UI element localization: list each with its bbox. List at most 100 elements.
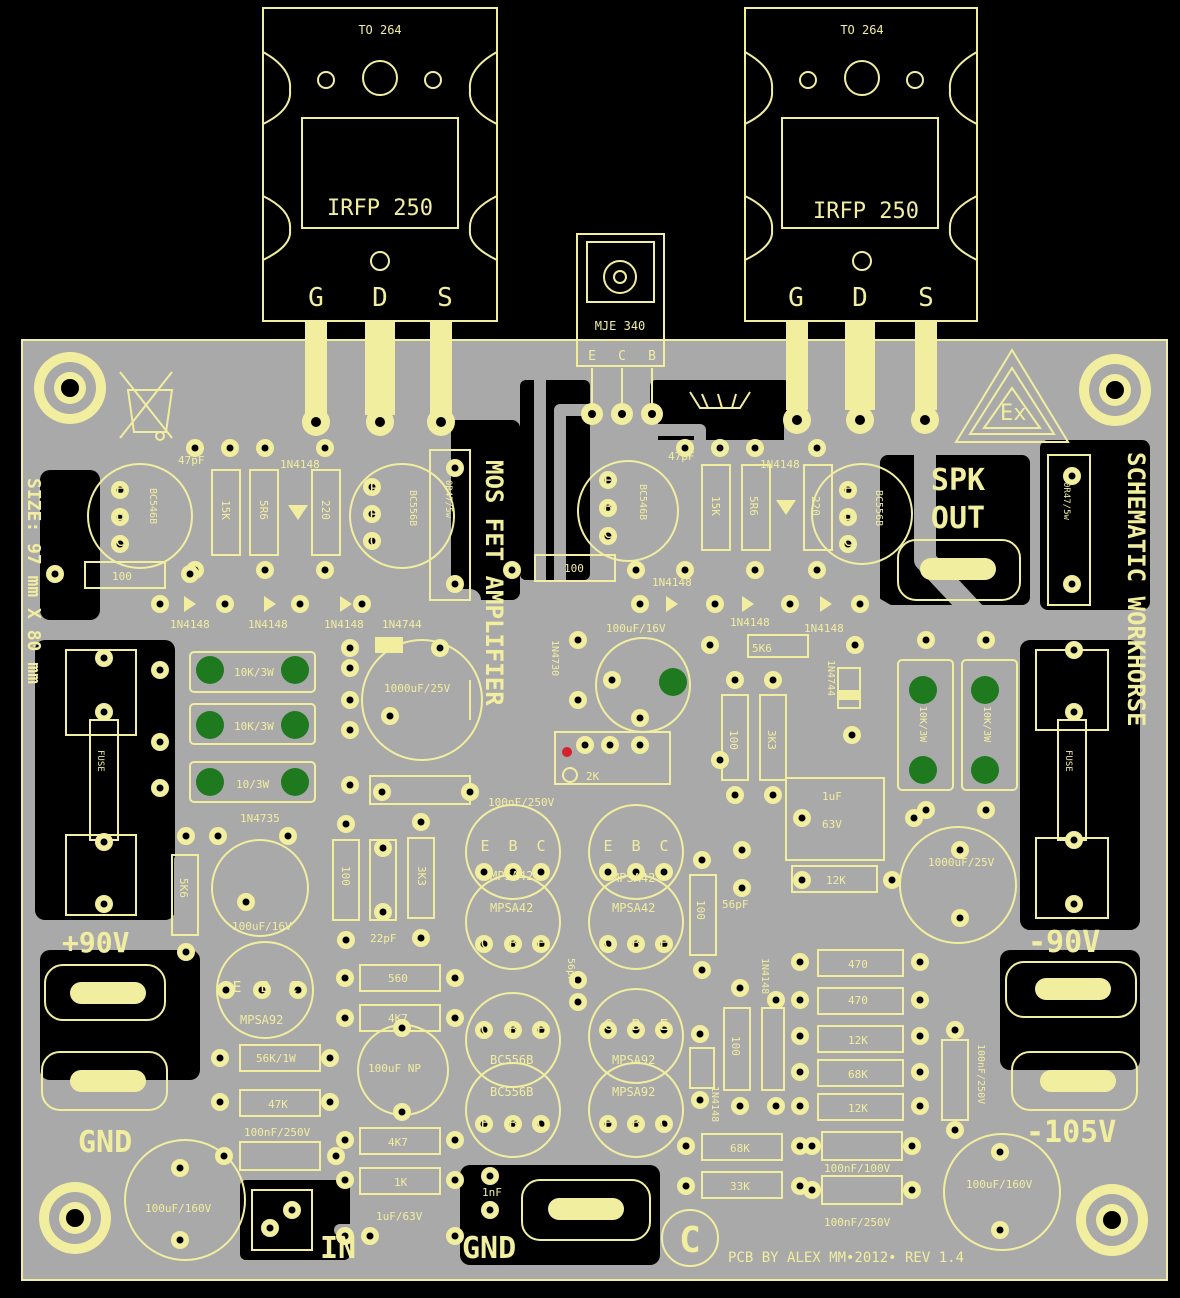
- svg-text:100: 100: [694, 900, 707, 920]
- board-size: SIZE: 97 mm X 80 mm: [23, 478, 44, 684]
- driver-part: MJE 340: [595, 319, 646, 333]
- svg-text:B: B: [508, 837, 517, 855]
- mosfet-right-pin-d: D: [852, 283, 868, 313]
- svg-text:100nF/250V: 100nF/250V: [975, 1044, 986, 1104]
- svg-text:E: E: [232, 978, 241, 996]
- svg-text:10K/3W: 10K/3W: [234, 666, 274, 679]
- svg-text:BC546B: BC546B: [637, 484, 648, 520]
- board-title: MOS FET AMPLIFIER: [480, 460, 508, 706]
- svg-text:1N4148: 1N4148: [170, 618, 210, 631]
- svg-text:220: 220: [319, 500, 332, 520]
- svg-text:68K: 68K: [730, 1142, 750, 1155]
- svg-text:C: C: [480, 1020, 489, 1038]
- svg-text:C: C: [369, 532, 378, 550]
- svg-text:56pF: 56pF: [565, 958, 576, 982]
- svg-text:MPSA42: MPSA42: [490, 869, 533, 883]
- small-pads: [46, 439, 1083, 1249]
- svg-text:100nF/100V: 100nF/100V: [824, 1162, 891, 1175]
- svg-text:1N4148: 1N4148: [730, 616, 770, 629]
- board-titles: MOS FET AMPLIFIER SCHEMATIC WORKHORSE SI…: [23, 452, 1150, 1266]
- mosfet-left-part: IRFP 250: [327, 196, 433, 221]
- svg-text:1N4148: 1N4148: [760, 458, 800, 471]
- svg-text:BC546B: BC546B: [147, 488, 158, 524]
- svg-text:10/3W: 10/3W: [236, 778, 269, 791]
- brand-title: SCHEMATIC WORKHORSE: [1122, 452, 1150, 727]
- svg-text:100nF/250V: 100nF/250V: [824, 1216, 891, 1229]
- rail-neg2: -105V: [1026, 1115, 1116, 1150]
- svg-text:B: B: [843, 506, 852, 524]
- svg-text:BC556B: BC556B: [407, 490, 418, 526]
- svg-text:B: B: [260, 978, 269, 996]
- mounting-holes: [34, 352, 1151, 1256]
- svg-text:100uF/160V: 100uF/160V: [145, 1202, 212, 1215]
- gnd-bottom: GND: [462, 1231, 516, 1266]
- svg-text:B: B: [115, 506, 124, 524]
- svg-text:E: E: [659, 934, 668, 952]
- weee-bin-icon: [119, 371, 174, 441]
- trim-pot: [554, 731, 671, 785]
- svg-text:MPSA92: MPSA92: [612, 1085, 655, 1099]
- film-capacitors: [239, 775, 903, 1205]
- svg-text:B: B: [631, 1114, 640, 1132]
- mosfet-legs: [305, 320, 937, 415]
- svg-text:63V: 63V: [822, 818, 842, 831]
- svg-text:4K7: 4K7: [388, 1012, 408, 1025]
- mosfet-left: [262, 7, 498, 322]
- svg-text:5R6: 5R6: [257, 500, 270, 520]
- mosfet-right-part: IRFP 250: [813, 199, 919, 224]
- mosfet-right-package: TO 264: [840, 23, 883, 37]
- svg-text:5K6: 5K6: [177, 878, 190, 898]
- electrolytic-capacitors: [124, 637, 1061, 1261]
- svg-text:47pF: 47pF: [178, 454, 205, 467]
- svg-text:15K: 15K: [709, 496, 722, 516]
- svg-text:1N4148: 1N4148: [280, 458, 320, 471]
- svg-text:B: B: [508, 1020, 517, 1038]
- svg-text:56K/1W: 56K/1W: [256, 1052, 296, 1065]
- credit-line: PCB BY ALEX MM•2012• REV 1.4: [728, 1250, 964, 1266]
- mosfet-left-package: TO 264: [358, 23, 401, 37]
- svg-text:BC556B: BC556B: [490, 1085, 533, 1099]
- svg-text:E: E: [536, 1020, 545, 1038]
- svg-text:C: C: [603, 934, 612, 952]
- svg-text:MPSA42: MPSA42: [490, 901, 533, 915]
- copyright-letter: C: [679, 1220, 701, 1261]
- mosfet-right-pin-g: G: [788, 283, 804, 313]
- svg-text:E: E: [536, 934, 545, 952]
- svg-text:MPSA42: MPSA42: [612, 901, 655, 915]
- svg-text:1uF: 1uF: [822, 790, 842, 803]
- svg-text:E: E: [603, 472, 612, 490]
- rail-pos: +90V: [62, 926, 130, 959]
- rail-neg: -90V: [1028, 925, 1100, 960]
- svg-text:E: E: [480, 837, 489, 855]
- svg-text:1N4148: 1N4148: [248, 618, 288, 631]
- svg-text:100: 100: [112, 570, 132, 583]
- svg-text:1000uF/25V: 1000uF/25V: [928, 856, 995, 869]
- svg-text:B: B: [508, 934, 517, 952]
- svg-text:100uF NP: 100uF NP: [368, 1062, 421, 1075]
- svg-text:B: B: [631, 1016, 640, 1034]
- svg-text:1N4735: 1N4735: [240, 812, 280, 825]
- driver-pin-b: B: [648, 349, 656, 364]
- svg-text:C: C: [603, 524, 612, 542]
- svg-text:1N4730: 1N4730: [549, 640, 560, 676]
- svg-text:1N4744: 1N4744: [825, 660, 836, 696]
- svg-text:E: E: [603, 1114, 612, 1132]
- component-labels: 47pF 47pF 1N4148 1N4148 1N4148 1N4148 1N…: [95, 450, 1073, 1229]
- mosfet-right-pin-s: S: [918, 283, 934, 313]
- svg-text:47K: 47K: [268, 1098, 288, 1111]
- svg-text:33K: 33K: [730, 1180, 750, 1193]
- svg-text:100uF/160V: 100uF/160V: [966, 1178, 1033, 1191]
- speaker-label-2: OUT: [931, 501, 985, 536]
- svg-text:FUSE: FUSE: [1063, 750, 1073, 772]
- svg-text:100uF/16V: 100uF/16V: [606, 622, 666, 635]
- svg-text:C: C: [603, 1016, 612, 1034]
- svg-text:15K: 15K: [219, 500, 232, 520]
- svg-text:BC556B: BC556B: [873, 490, 884, 526]
- svg-text:MPSA92: MPSA92: [240, 1013, 283, 1027]
- svg-text:10K/3W: 10K/3W: [917, 706, 928, 743]
- svg-text:100: 100: [727, 730, 740, 750]
- resistor-bodies: [84, 449, 1091, 1199]
- svg-text:560: 560: [388, 972, 408, 985]
- svg-text:C: C: [480, 934, 489, 952]
- board-outline: [21, 339, 1168, 1281]
